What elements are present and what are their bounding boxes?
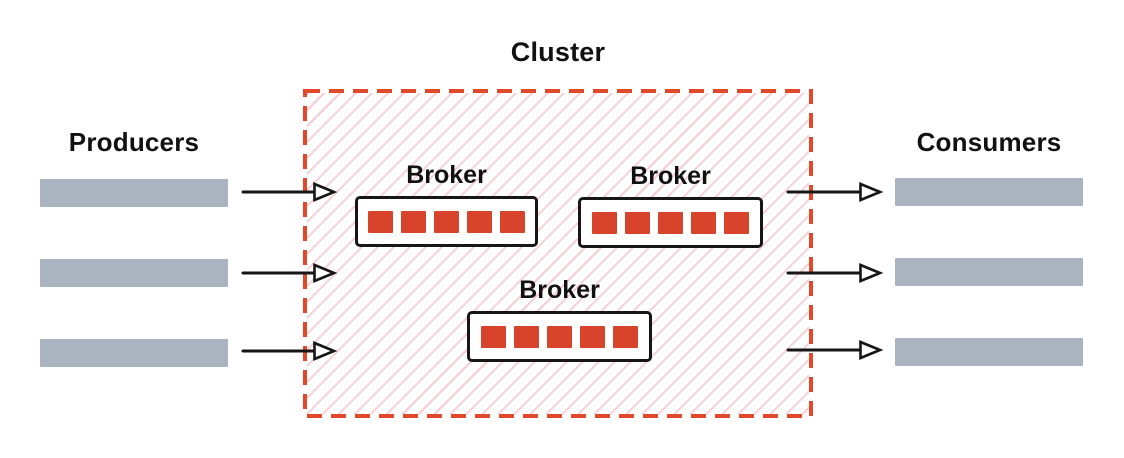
- partition-square: [467, 210, 492, 233]
- consumer-lane-bar: [895, 178, 1083, 206]
- consumer-lane-bar: [895, 258, 1083, 286]
- partition-square: [658, 211, 683, 234]
- broker-box: [467, 311, 652, 362]
- broker-label: Broker: [406, 161, 487, 189]
- partition-square: [625, 211, 650, 234]
- broker-label: Broker: [630, 162, 711, 190]
- partition-square: [691, 211, 716, 234]
- partition-square: [580, 325, 605, 348]
- partition-square: [592, 211, 617, 234]
- broker-label: Broker: [519, 276, 600, 304]
- cluster-label: Cluster: [510, 37, 606, 67]
- broker-node-1: Broker: [355, 161, 538, 247]
- partition-square: [481, 325, 506, 348]
- producer-lane-bar: [40, 259, 228, 287]
- broker-node-3: Broker: [467, 276, 652, 362]
- partition-row: [481, 325, 638, 348]
- partition-square: [368, 210, 393, 233]
- producers-label: Producers: [68, 127, 200, 157]
- partition-square: [514, 325, 539, 348]
- partition-row: [368, 210, 525, 233]
- partition-square: [724, 211, 749, 234]
- partition-square: [401, 210, 426, 233]
- broker-node-2: Broker: [578, 162, 763, 248]
- producer-lane-bar: [40, 339, 228, 367]
- consumers-label: Consumers: [916, 127, 1062, 157]
- partition-square: [547, 325, 572, 348]
- broker-box: [578, 197, 763, 248]
- partition-square: [500, 210, 525, 233]
- consumer-lanes: [895, 178, 1083, 418]
- partition-row: [592, 211, 749, 234]
- producer-lane-bar: [40, 179, 228, 207]
- broker-box: [355, 196, 538, 247]
- partition-square: [434, 210, 459, 233]
- partition-square: [613, 325, 638, 348]
- cluster-region: [307, 93, 809, 414]
- producer-lanes: [40, 179, 228, 419]
- consumer-lane-bar: [895, 338, 1083, 366]
